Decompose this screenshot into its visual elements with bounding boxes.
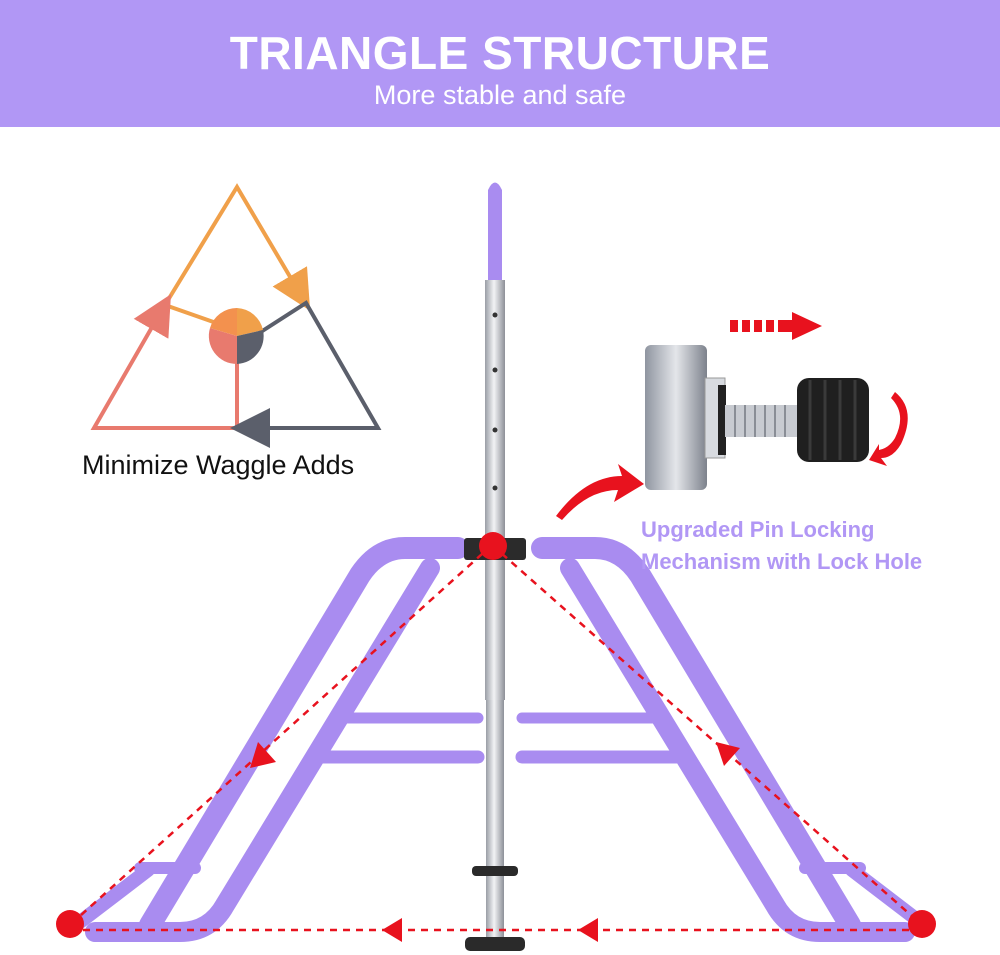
diagram-caption: Minimize Waggle Adds [82, 450, 355, 480]
adjustable-pole [464, 182, 526, 951]
dashed-arrowhead [250, 742, 276, 768]
center-node [208, 307, 264, 365]
vertex-dot-right [908, 910, 936, 938]
lock-callout-text: Upgraded Pin Locking Mechanism with Lock… [641, 514, 922, 578]
dashed-arrowhead [716, 742, 740, 766]
triangle-gray-side [230, 300, 382, 448]
dashed-red-arrow-icon [730, 312, 822, 340]
triangle-orange-side [163, 183, 311, 311]
banner-subtitle: More stable and safe [373, 80, 627, 110]
lock-callout-line2: Mechanism with Lock Hole [641, 549, 923, 574]
purple-frame [73, 537, 927, 942]
triangle-orange-spoke [164, 303, 223, 327]
pin-lock-closeup [556, 312, 908, 520]
dashed-arrowhead [578, 918, 598, 942]
vertex-dot-top [479, 532, 507, 560]
stability-dashed-triangle [56, 532, 936, 942]
curved-red-arrow-icon [556, 464, 644, 520]
stability-triangle-diagram [90, 183, 382, 448]
dashed-arrowhead [382, 918, 402, 942]
lock-knob [797, 378, 869, 462]
banner-title: TRIANGLE STRUCTURE [229, 27, 771, 79]
vertex-dot-left [56, 910, 84, 938]
rotate-arrow-icon [869, 392, 908, 466]
header-banner: TRIANGLE STRUCTURE More stable and safe [0, 0, 1000, 127]
lock-callout-line1: Upgraded Pin Locking [641, 517, 875, 542]
product-illustration [56, 182, 936, 951]
triangle-salmon-side [90, 294, 239, 430]
